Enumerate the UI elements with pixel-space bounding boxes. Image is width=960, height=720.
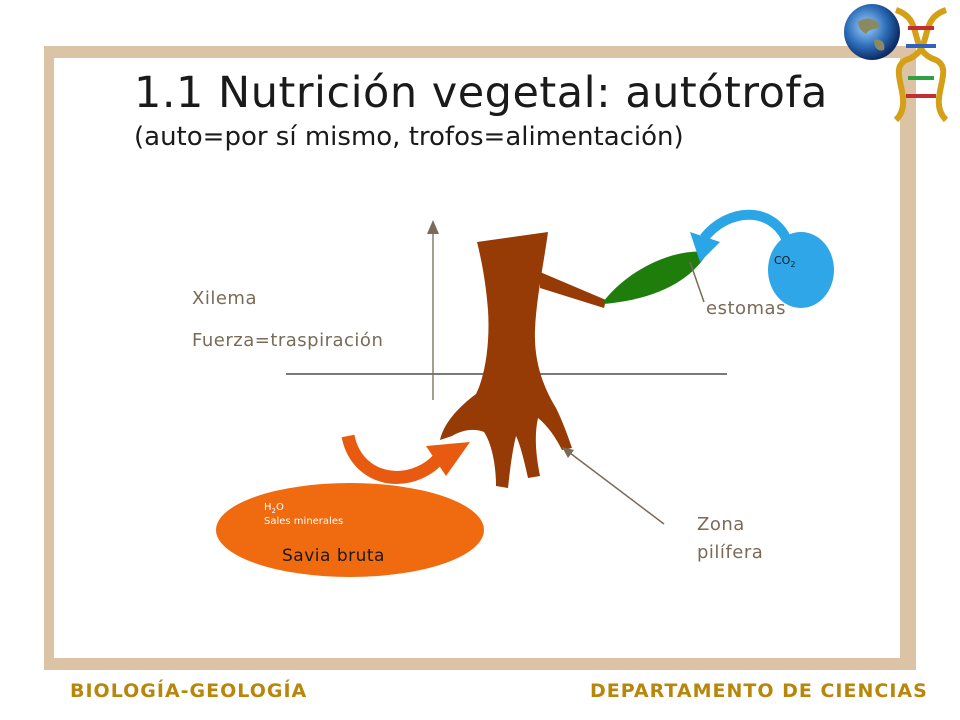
h2o-subscript: 2 xyxy=(271,507,276,515)
branch xyxy=(540,272,606,308)
co2-bubble xyxy=(768,232,834,308)
footer-left: BIOLOGÍA-GEOLOGÍA xyxy=(70,680,308,702)
sales-text: Sales minerales xyxy=(264,516,344,527)
zona-label-line1: Zona xyxy=(697,514,745,535)
footer-right: DEPARTAMENTO DE CIENCIAS xyxy=(590,680,928,702)
slide-panel xyxy=(54,58,900,658)
estomas-label: estomas xyxy=(706,298,786,319)
fuerza-label: Fuerza=traspiración xyxy=(192,330,384,351)
leaf xyxy=(603,251,708,304)
co2-text: CO2 xyxy=(774,254,795,269)
savia-arrow xyxy=(341,434,450,484)
h2o-main: H xyxy=(264,502,272,513)
page-subtitle: (auto=por sí mismo, trofos=alimentación) xyxy=(134,122,684,152)
savia-text: Savia bruta xyxy=(282,546,385,566)
page-title: 1.1 Nutrición vegetal: autótrofa xyxy=(134,68,828,118)
co2-main: CO xyxy=(774,254,791,267)
savia-arrow-head xyxy=(426,442,470,476)
co2-arrow xyxy=(700,209,791,242)
trunk-roots xyxy=(440,232,572,488)
estomas-pointer xyxy=(689,261,705,303)
h2o-text: H2O xyxy=(264,502,284,515)
zona-label-line2: pilífera xyxy=(697,542,764,563)
zona-pointer-head xyxy=(562,447,574,458)
xilema-label: Xilema xyxy=(192,288,257,309)
xylem-arrow-head xyxy=(427,220,439,234)
savia-ellipse xyxy=(216,483,484,577)
co2-subscript: 2 xyxy=(790,260,796,270)
zona-pointer xyxy=(565,449,665,525)
h2o-tail: O xyxy=(276,502,284,513)
globe-dna-icon xyxy=(844,4,949,123)
co2-arrow-head xyxy=(690,232,720,262)
